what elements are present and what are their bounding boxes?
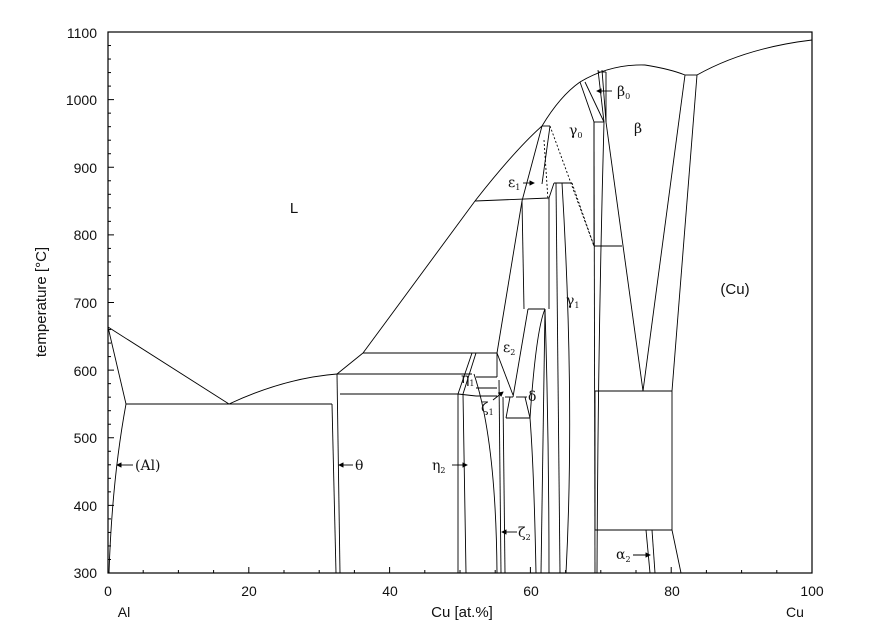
phase-label-eta1: η1 <box>461 371 474 388</box>
phase-label-eps1: ε1 <box>508 175 520 192</box>
phase-label-theta: θ <box>355 458 363 474</box>
x-axis-title: Cu [at.%] <box>431 604 493 621</box>
y-axis-title: temperature [°C] <box>33 247 50 357</box>
phase-label-cu: (Cu) <box>720 281 749 298</box>
y-tick-label: 700 <box>74 295 98 311</box>
phase-label-alpha2: α2 <box>616 547 631 564</box>
phase-label-liquid: L <box>290 200 298 217</box>
y-tick-label: 500 <box>74 430 98 446</box>
plot-frame <box>107 31 813 574</box>
x-axis-ticks <box>107 567 813 573</box>
label-arrows <box>116 88 651 558</box>
x-tick-label: 20 <box>241 583 257 599</box>
phase-label-delta: δ <box>528 389 536 405</box>
y-axis-tick-labels: 300 400 500 600 700 800 900 1000 1100 <box>66 25 97 581</box>
phase-label-gamma1: γ1 <box>566 293 579 310</box>
phase-label-zeta2: ζ2 <box>518 525 531 542</box>
y-tick-label: 900 <box>74 160 98 176</box>
x-tick-label: 80 <box>664 583 680 599</box>
y-tick-label: 1000 <box>66 92 97 108</box>
x-axis-right-end-label: Cu <box>786 604 804 620</box>
y-tick-label: 300 <box>74 565 98 581</box>
phase-label-al: (Al) <box>135 458 161 474</box>
y-axis-ticks <box>108 31 114 574</box>
x-tick-label: 0 <box>104 583 112 599</box>
y-tick-label: 400 <box>74 498 98 514</box>
x-tick-label: 40 <box>382 583 398 599</box>
phase-label-eta2: η2 <box>432 458 445 475</box>
phase-label-beta0: β0 <box>617 84 630 101</box>
x-tick-label: 60 <box>523 583 539 599</box>
x-axis-left-end-label: Al <box>118 604 130 620</box>
phase-label-gamma0: γ0 <box>569 123 582 140</box>
y-tick-label: 800 <box>74 227 98 243</box>
phase-label-zeta1: ζ1 <box>481 400 494 417</box>
phase-label-beta: β <box>634 121 642 137</box>
y-tick-label: 1100 <box>67 25 97 41</box>
phase-label-eps2: ε2 <box>503 340 515 357</box>
x-axis-tick-labels: 0 20 40 60 80 100 <box>104 583 824 599</box>
y-tick-label: 600 <box>74 363 98 379</box>
phase-boundaries <box>107 39 813 574</box>
x-tick-label: 100 <box>800 583 824 599</box>
